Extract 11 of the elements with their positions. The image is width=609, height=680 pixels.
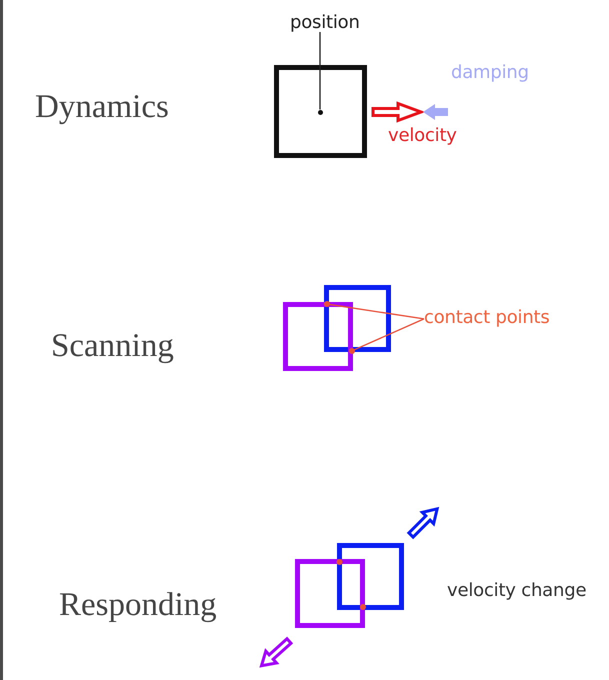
- leader-line: [319, 32, 321, 110]
- force-label: velocity: [388, 127, 457, 145]
- force-label: damping: [451, 64, 529, 82]
- callout-label: position: [290, 14, 360, 32]
- panel-title: Scanning: [51, 330, 174, 363]
- leader-line: [329, 304, 424, 320]
- panel-title: Responding: [59, 589, 217, 622]
- callout-label: contact points: [424, 309, 550, 327]
- center-dot: [318, 110, 322, 114]
- annotation-label: velocity change: [447, 582, 586, 600]
- panel-title: Dynamics: [35, 91, 169, 124]
